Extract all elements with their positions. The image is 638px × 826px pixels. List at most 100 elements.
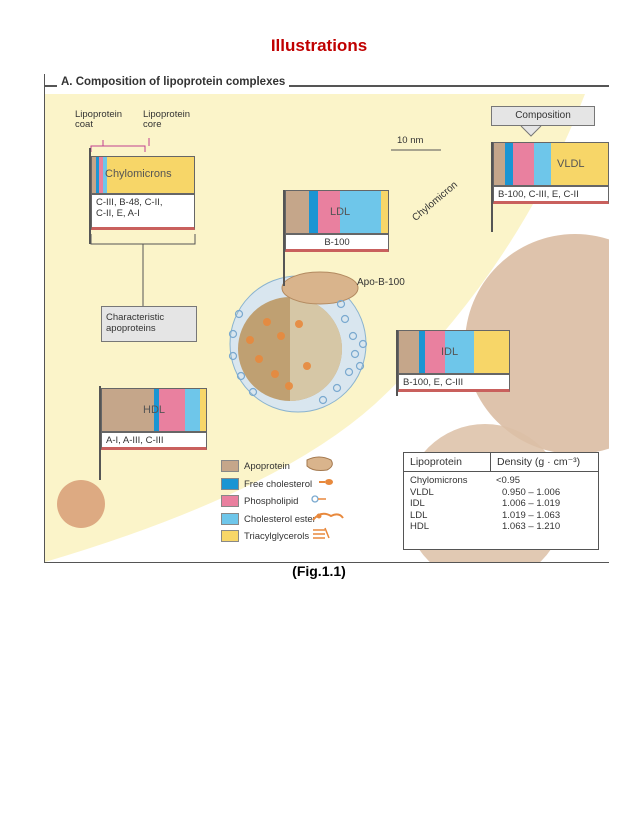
seg-phospholipid [159, 389, 186, 431]
density-value-cell: 0.950 – 1.006 [502, 486, 561, 498]
ldl-pole [283, 190, 285, 286]
lipoprotein-figure: A. Composition of lipoprotein complexes … [44, 74, 609, 563]
chylomicrons-bar-label: Chylomicrons [105, 168, 172, 180]
characteristic-apoproteins-box: Characteristic apoproteins [101, 306, 197, 342]
density-name-cell: Chylomicrons [410, 475, 468, 486]
density-value-cell: 1.006 – 1.019 [502, 498, 561, 509]
characteristic-line-2: apoproteins [106, 323, 156, 334]
seg-apoprotein [102, 389, 154, 431]
apoprotein-icon [306, 456, 333, 471]
legend-label: Phospholipid [244, 495, 299, 507]
legend-item-triacylglycerols: Triacylglycerols [221, 530, 309, 542]
legend-swatch [221, 478, 239, 490]
seg-apoprotein [286, 191, 310, 233]
seg-free-cholesterol [418, 331, 426, 373]
seg-phospholipid [425, 331, 446, 373]
seg-triacylglycerols [199, 389, 206, 431]
density-value-cell: 1.063 – 1.210 [502, 521, 561, 532]
seg-free-cholesterol [96, 157, 100, 193]
seg-cholesterol-ester [445, 331, 474, 373]
density-name-cell: VLDL [410, 486, 434, 498]
page-title: Illustrations [270, 36, 368, 55]
seg-triacylglycerols [550, 143, 608, 185]
density-table: Lipoprotein Density (g · cm⁻³) Chylomicr… [403, 452, 599, 550]
figure-title-bar: A. Composition of lipoprotein complexes [45, 74, 609, 90]
density-header-density: Density (g · cm⁻³) [490, 453, 598, 471]
density-name-cell: IDL [410, 498, 425, 509]
characteristic-line-1: Characteristic [106, 312, 165, 323]
seg-free-cholesterol [154, 389, 160, 431]
seg-triacylglycerols [380, 191, 388, 233]
hdl-bar-label: HDL [143, 404, 166, 416]
density-value-cell: 1.019 – 1.063 [502, 509, 561, 521]
seg-free-cholesterol [505, 143, 514, 185]
idl-apo-box: B-100, E, C-III [398, 374, 510, 392]
phospholipid-icon [311, 495, 326, 503]
chylomicrons-apo-line-2: C-II, E, A-I [96, 208, 140, 219]
core-label: Lipoprotein core [143, 110, 190, 130]
idl-bar-label: IDL [441, 346, 459, 358]
core-label-line-1: Lipoprotein [143, 109, 191, 120]
composition-label: Composition [491, 106, 595, 126]
legend-swatch [221, 513, 239, 525]
vldl-apo-box: B-100, C-III, E, C-II [493, 186, 609, 204]
legend-label: Free cholesterol [244, 478, 313, 490]
hdl-apo-line-1: A-I, A-III, C-III [106, 435, 164, 446]
ldl-apo-line-1: B-100 [324, 237, 350, 248]
idl-pole [396, 330, 398, 396]
scale-label: 10 nm [397, 135, 424, 146]
legend-item-apoprotein: Apoprotein [221, 460, 290, 472]
figure-title: A. Composition of lipoprotein complexes [57, 76, 290, 88]
core-label-line-2: core [143, 119, 162, 130]
vldl-bar-label: VLDL [557, 158, 585, 170]
density-table-header: Lipoprotein Density (g · cm⁻³) [404, 453, 598, 472]
seg-phospholipid [99, 157, 104, 193]
density-name-cell: LDL [410, 509, 428, 521]
legend-swatch [221, 460, 239, 472]
seg-apoprotein [399, 331, 419, 373]
hdl-apo-box: A-I, A-III, C-III [101, 432, 207, 450]
idl-bar [398, 330, 510, 374]
seg-apoprotein [92, 157, 97, 193]
seg-triacylglycerols [107, 157, 194, 193]
legend-label: Apoprotein [244, 460, 290, 472]
chylomicrons-bar [91, 156, 195, 194]
seg-cholesterol-ester [103, 157, 108, 193]
density-header-lipoprotein: Lipoprotein [410, 456, 462, 468]
density-table-body: Chylomicrons VLDL IDL LDL HDL <0.95 0.95… [404, 472, 598, 533]
density-names-column: Chylomicrons VLDL IDL LDL HDL [404, 475, 490, 533]
seg-apoprotein [494, 143, 506, 185]
coat-label: Lipoprotein coat [75, 110, 122, 130]
density-values-column: <0.95 0.950 – 1.006 1.006 – 1.019 1.019 … [490, 475, 560, 533]
free-cholesterol-icon [319, 479, 333, 485]
apo-b100-label: Apo-B-100 [357, 277, 405, 288]
figure-title-line [45, 85, 609, 87]
cholesterol-ester-icon [312, 512, 344, 521]
vldl-bar [493, 142, 609, 186]
density-value-cell: <0.95 [496, 475, 521, 486]
legend-swatch [221, 530, 239, 542]
legend-label: Cholesterol ester [244, 513, 316, 525]
vldl-pole [491, 142, 493, 232]
triacylglycerol-icon [313, 527, 330, 539]
legend-item-free-cholesterol: Free cholesterol [221, 478, 312, 490]
seg-phospholipid [513, 143, 534, 185]
chylomicrons-pole [89, 148, 91, 244]
seg-cholesterol-ester [340, 191, 381, 233]
legend-icons [306, 456, 344, 539]
legend-item-cholesterol-ester: Cholesterol ester [221, 513, 316, 525]
chylomicrons-apo-box: C-III, B-48, C-II, C-II, E, A-I [91, 194, 195, 230]
hdl-pole [99, 386, 101, 480]
ldl-apo-box: B-100 [285, 234, 389, 252]
seg-free-cholesterol [309, 191, 318, 233]
hdl-bar [101, 388, 207, 432]
legend-item-phospholipid: Phospholipid [221, 495, 298, 507]
ldl-bar [285, 190, 389, 234]
seg-triacylglycerols [473, 331, 509, 373]
legend-label: Triacylglycerols [244, 530, 310, 542]
seg-cholesterol-ester [185, 389, 200, 431]
coat-label-line-1: Lipoprotein [75, 109, 123, 120]
seg-cholesterol-ester [533, 143, 551, 185]
ldl-bar-label: LDL [330, 206, 351, 218]
legend-swatch [221, 495, 239, 507]
